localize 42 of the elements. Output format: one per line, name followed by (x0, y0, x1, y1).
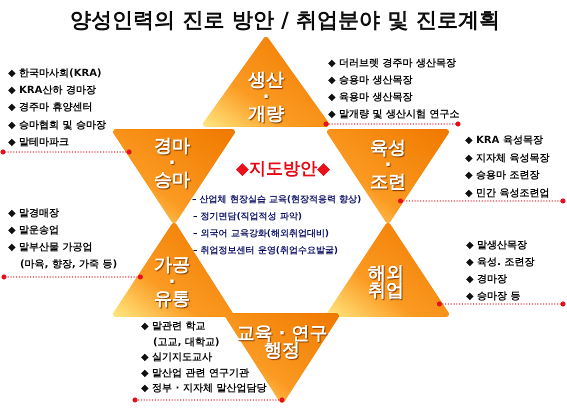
list-item: ◆ 말운송업 (8, 224, 60, 238)
list-item: ◆ 승용마 생산목장 (328, 74, 413, 88)
list-item: ◆ 승마협회 및 승마장 (8, 118, 106, 133)
dotted-line (132, 398, 284, 402)
list-item: ◆ 민간 육성조련업 (465, 186, 550, 200)
list-item: ◆ 말생산목장 (466, 239, 528, 253)
list-item: ◆ 승마장 등 (466, 290, 521, 304)
category-label: 육성 · 조련 (369, 140, 407, 190)
page-title: 양성인력의 진로 방안 / 취업분야 및 진로계획 (70, 7, 500, 34)
list-item: ◆ 더러브렛 경주마 생산목장 (328, 57, 456, 71)
list-item: ◆ 말부산물 가공업 (마육, 향장, 가죽 등) (8, 241, 118, 272)
dotted-line (0, 150, 132, 154)
category-label: 해외 취업 (367, 265, 405, 299)
list-item: ◆ 승용마 조련장 (465, 169, 540, 183)
list-item: ◆ 말경매장 (8, 207, 60, 221)
list-item: ◆ 경마장 (466, 273, 508, 287)
list-item: ◆ 말테마파크 (8, 136, 70, 150)
list-item: ◆ 실기지도교사 (141, 351, 213, 365)
guidance-item: – 정기면담(직업적성 파악) (193, 211, 302, 223)
list-item: ◆ 말개량 및 생산시험 연구소 (328, 108, 460, 122)
list-item: ◆ 한국마사회(KRA) (8, 67, 102, 81)
dotted-line (436, 302, 566, 306)
guidance-item: – 산업체 현장실습 교육(현장적응력 향상) (192, 194, 362, 206)
list-item: ◆ KRA 육성목장 (465, 134, 543, 148)
category-label: 경마 · 승마 (153, 138, 191, 188)
category-label: 가공 · 유통 (153, 256, 191, 308)
guidance-item: – 외국어 교육강화(해외취업대비) (193, 228, 329, 240)
dotted-line (398, 198, 566, 204)
dotted-line (324, 122, 460, 126)
guidance-item: – 취업정보센터 운영(취업수요발굴) (193, 245, 338, 257)
list-item: ◆ KRA산하 경마장 (8, 84, 96, 98)
list-item: ◆ 말산업 관련 연구기관 (141, 366, 250, 380)
category-label: 생산 · 개량 (247, 72, 285, 122)
list-item: ◆ 육성. 조련장 (466, 256, 534, 270)
list-item: ◆ 말관련 학교 (고교, 대학교) (141, 320, 220, 350)
list-item: ◆ 경주마 휴양센터 (8, 101, 93, 116)
section-heading: ◆지도방안◆ (236, 158, 330, 180)
list-item: ◆ 지자체 육성목장 (465, 152, 550, 166)
dotted-line (2, 274, 143, 280)
list-item: ◆ 정부 · 지자체 말산업담당 (141, 382, 266, 396)
list-item: ◆ 육용마 생산목장 (328, 91, 413, 105)
category-label: 교육 · 연구 행정 (235, 325, 329, 359)
